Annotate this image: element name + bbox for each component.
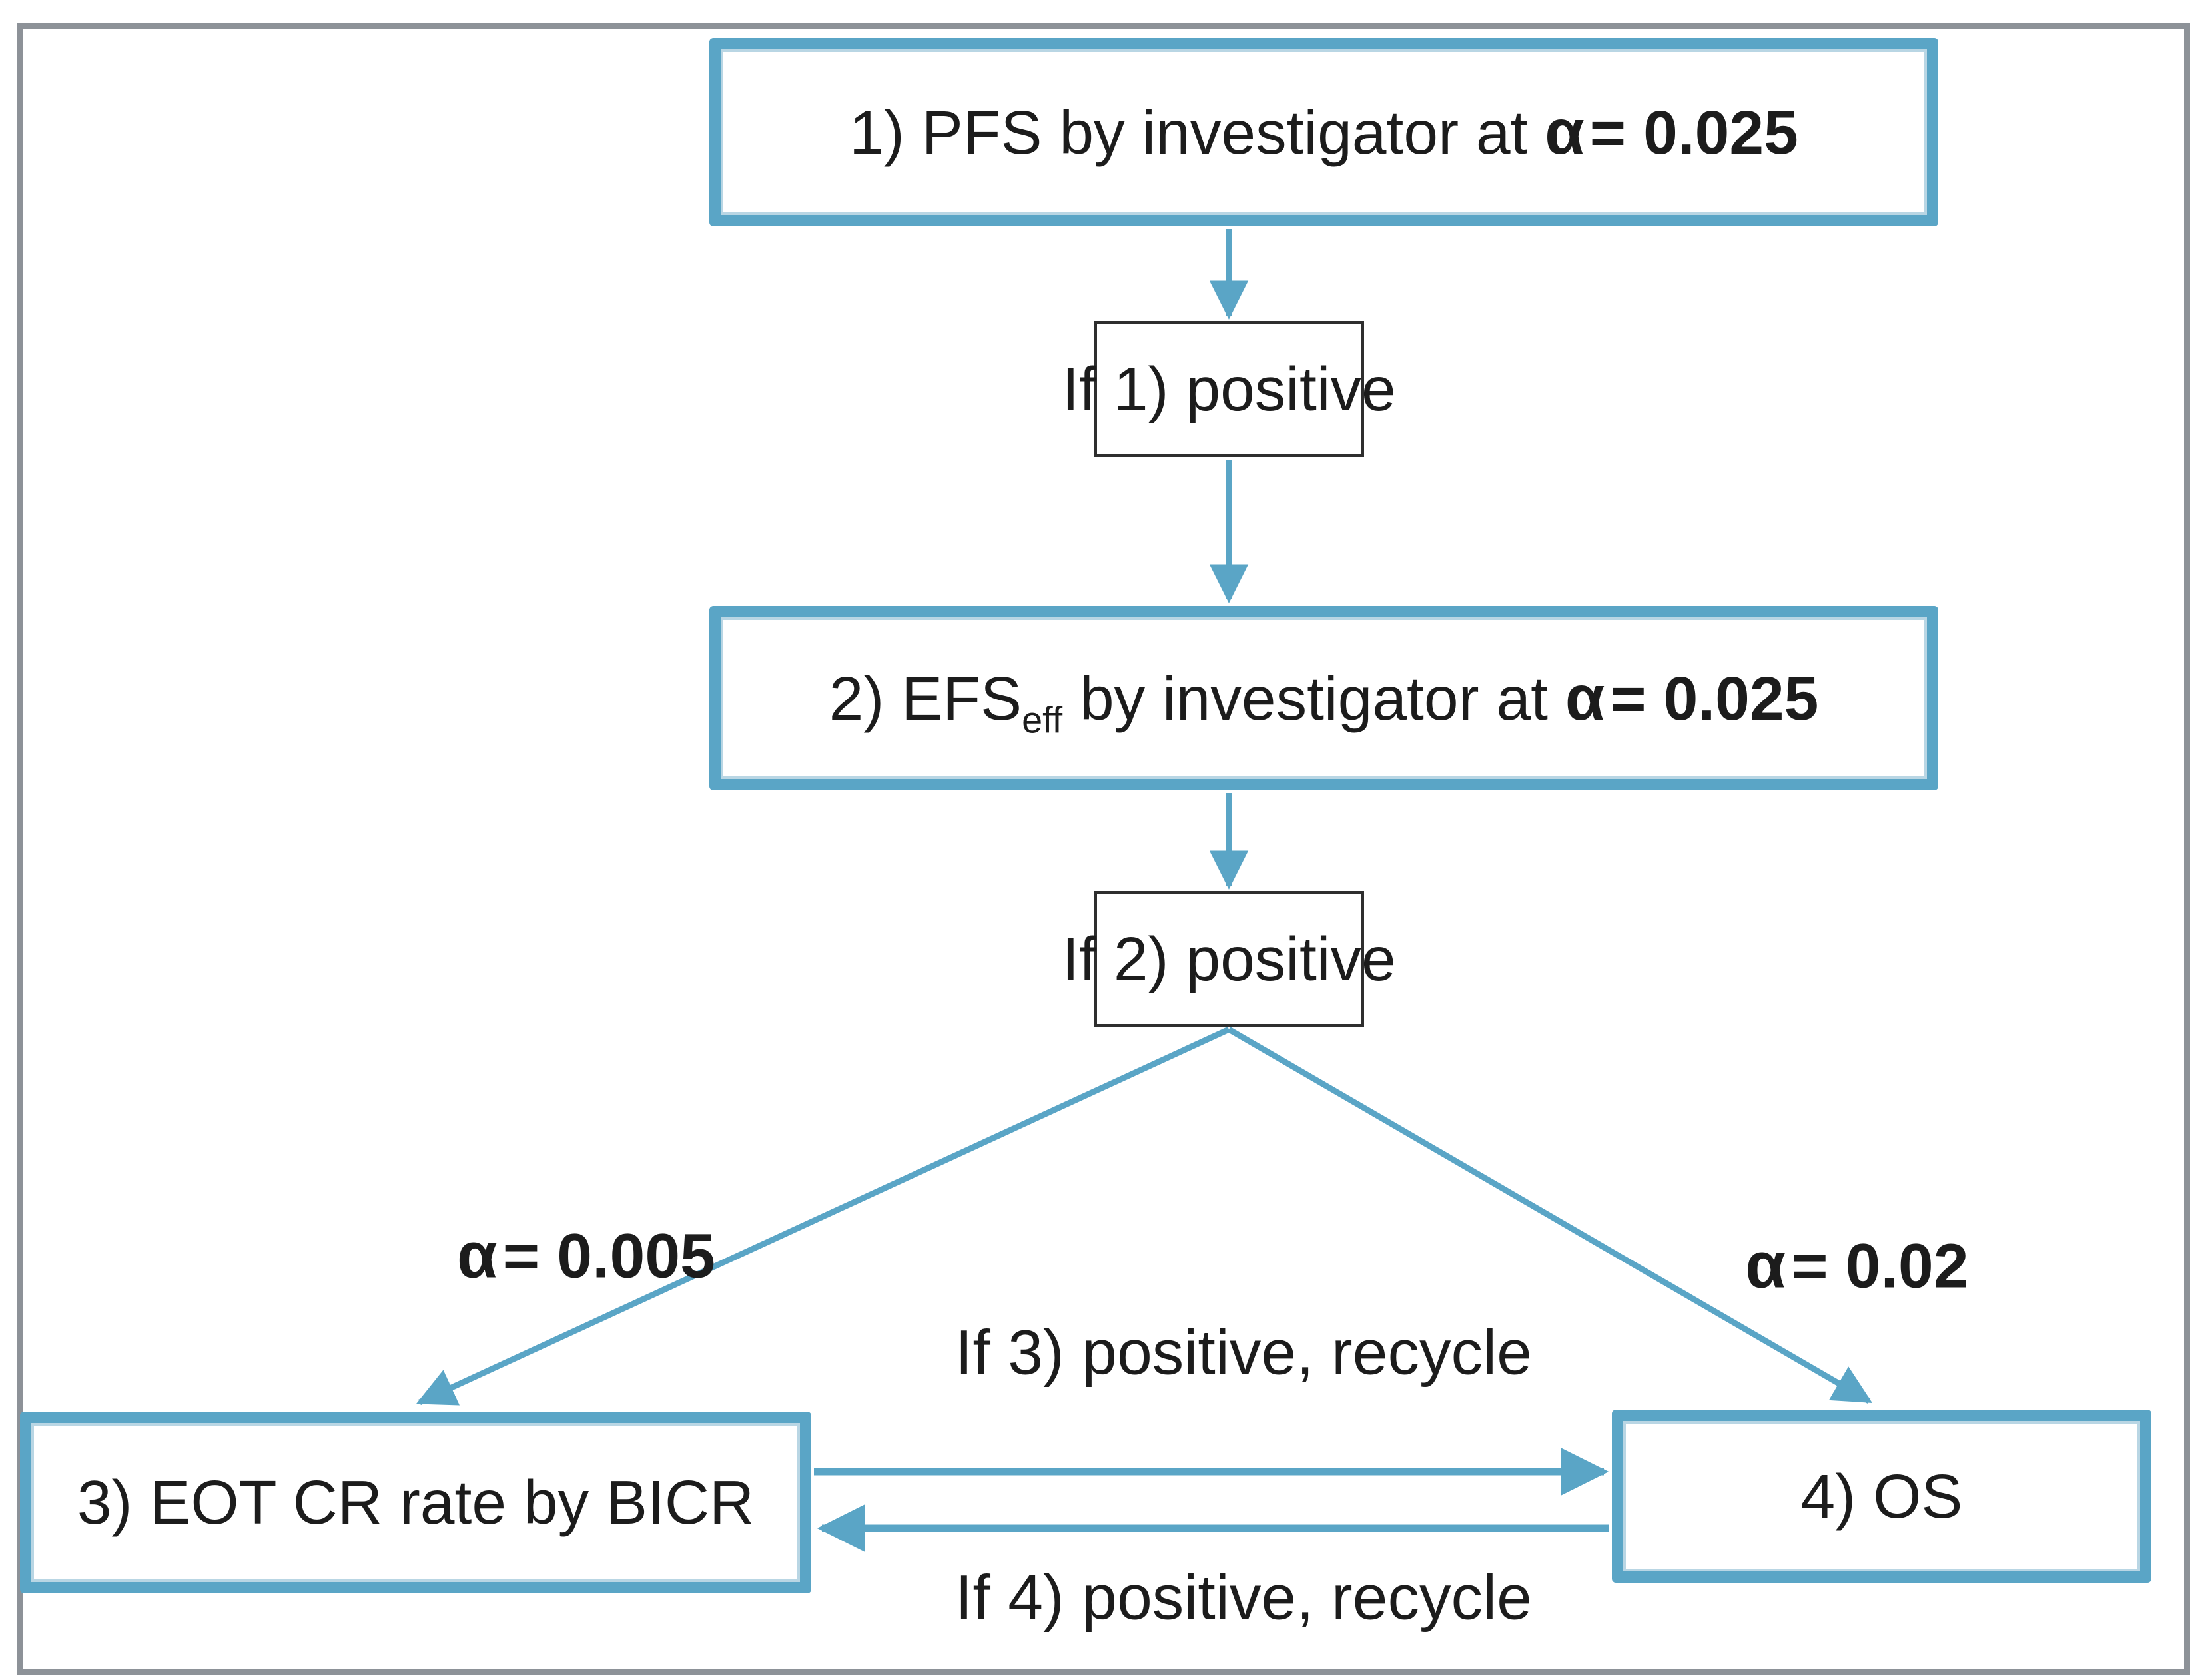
edge-label-recycle-4: If 4) positive, recycle [955, 1562, 1532, 1633]
figure-border [17, 23, 2190, 1675]
edge-label-alpha-005: α=0.005 [457, 1218, 715, 1292]
node-if1-positive: If 1) positive [1062, 321, 1396, 457]
node-if2-positive: If 2) positive [1062, 891, 1396, 1027]
node-if1-label: If 1) positive [1062, 354, 1396, 424]
node-efs-label: 2) EFSeff by investigator at α=0.025 [829, 662, 1819, 741]
alpha-symbol: α [457, 1218, 498, 1292]
edge-label-recycle-3: If 3) positive, recycle [955, 1317, 1532, 1388]
alpha-symbol: α [1745, 1228, 1786, 1302]
node-eot-cr-label: 3) EOT CR rate by BICR [77, 1468, 755, 1538]
alpha-symbol: α [1565, 662, 1605, 734]
node-efs: 2) EFSeff by investigator at α=0.025 [709, 606, 1938, 790]
arrow-if2-to-box3-icon [416, 1026, 1230, 1406]
alpha-symbol: α [1545, 96, 1585, 168]
node-eot-cr: 3) EOT CR rate by BICR [20, 1412, 811, 1593]
arrow-if2-to-box4-icon [1227, 1027, 1873, 1404]
node-pfs: 1) PFS by investigator at α=0.025 [709, 38, 1938, 226]
node-pfs-label: 1) PFS by investigator at α=0.025 [849, 96, 1798, 168]
efs-subscript: eff [1022, 699, 1063, 741]
node-if2-label: If 2) positive [1062, 924, 1396, 994]
edge-label-alpha-002: α=0.02 [1745, 1228, 1969, 1302]
node-os-label: 4) OS [1800, 1461, 1963, 1531]
node-os: 4) OS [1612, 1410, 2151, 1583]
